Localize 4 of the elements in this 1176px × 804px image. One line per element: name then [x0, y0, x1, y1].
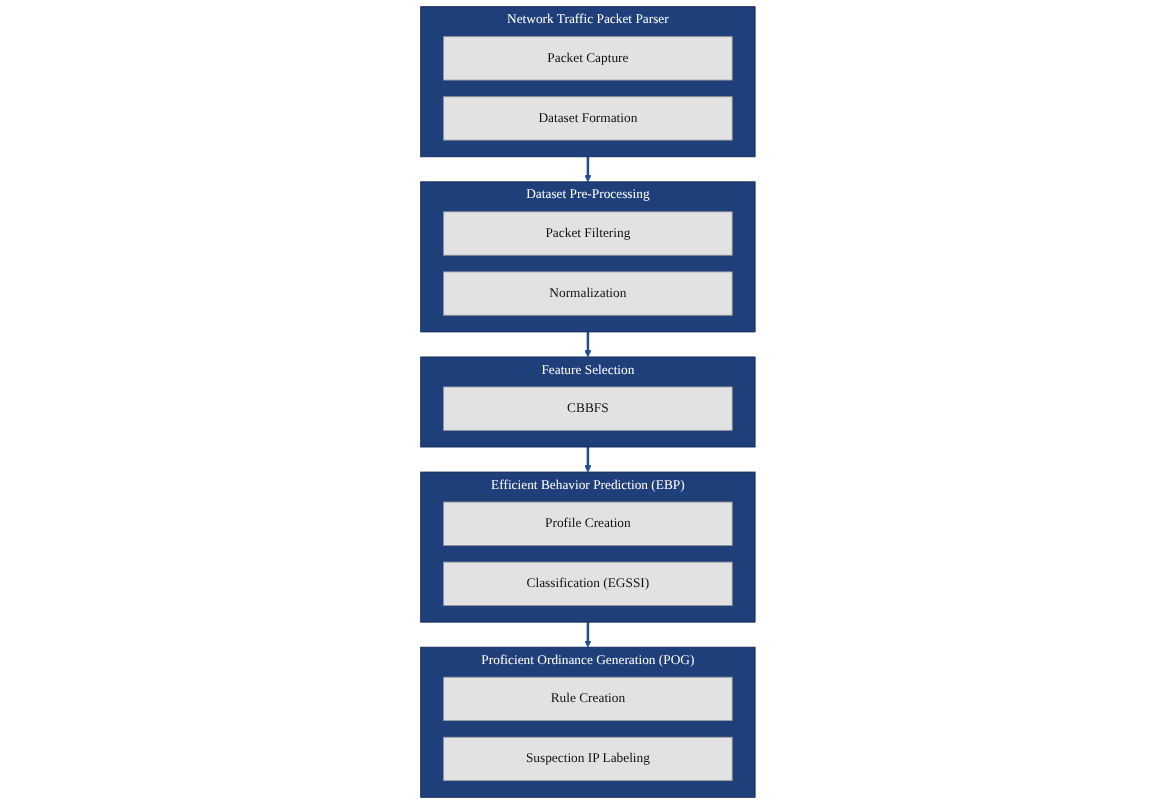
arrow [584, 331, 592, 358]
arrow [584, 622, 592, 648]
arrow [584, 447, 592, 473]
arrow [584, 156, 592, 183]
